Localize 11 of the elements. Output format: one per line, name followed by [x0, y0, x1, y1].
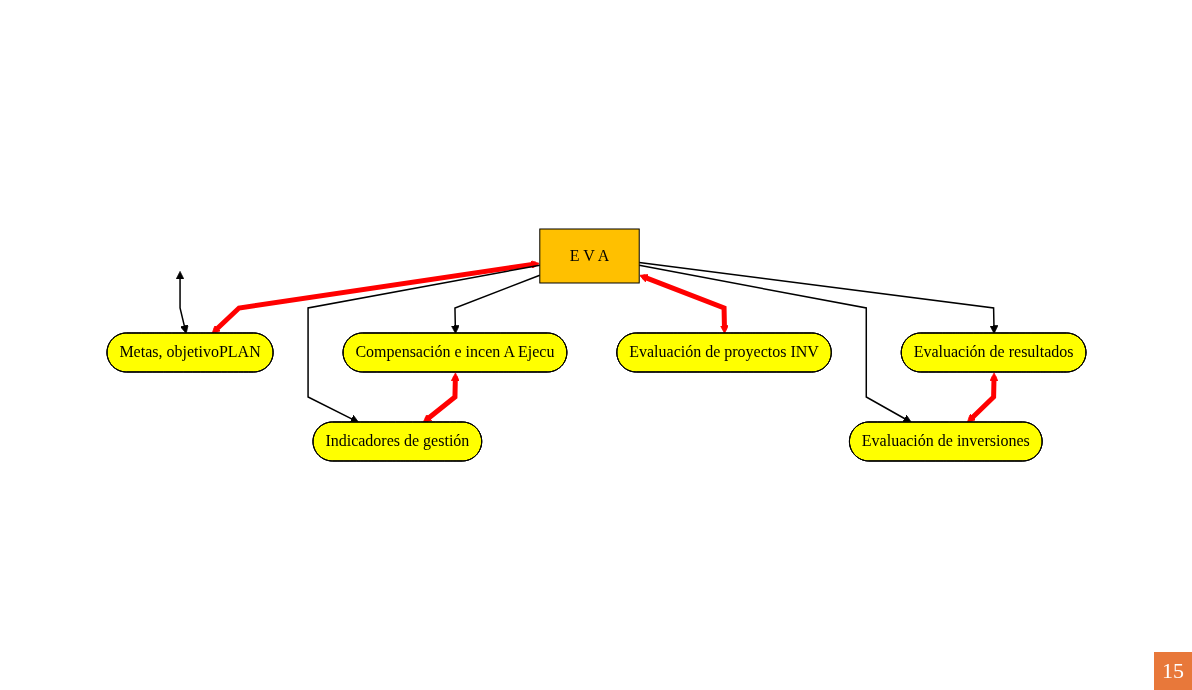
arrow: [306, 264, 541, 423]
arrow: [638, 264, 912, 423]
node-box: E V A: [538, 228, 640, 284]
arrow: [422, 372, 460, 423]
arrow: [175, 271, 189, 334]
page-number: 15: [1154, 652, 1192, 690]
arrow: [450, 274, 541, 334]
arrow: [638, 274, 729, 334]
arrow: [966, 372, 998, 423]
arrow: [638, 261, 998, 334]
arrow: [211, 260, 540, 334]
